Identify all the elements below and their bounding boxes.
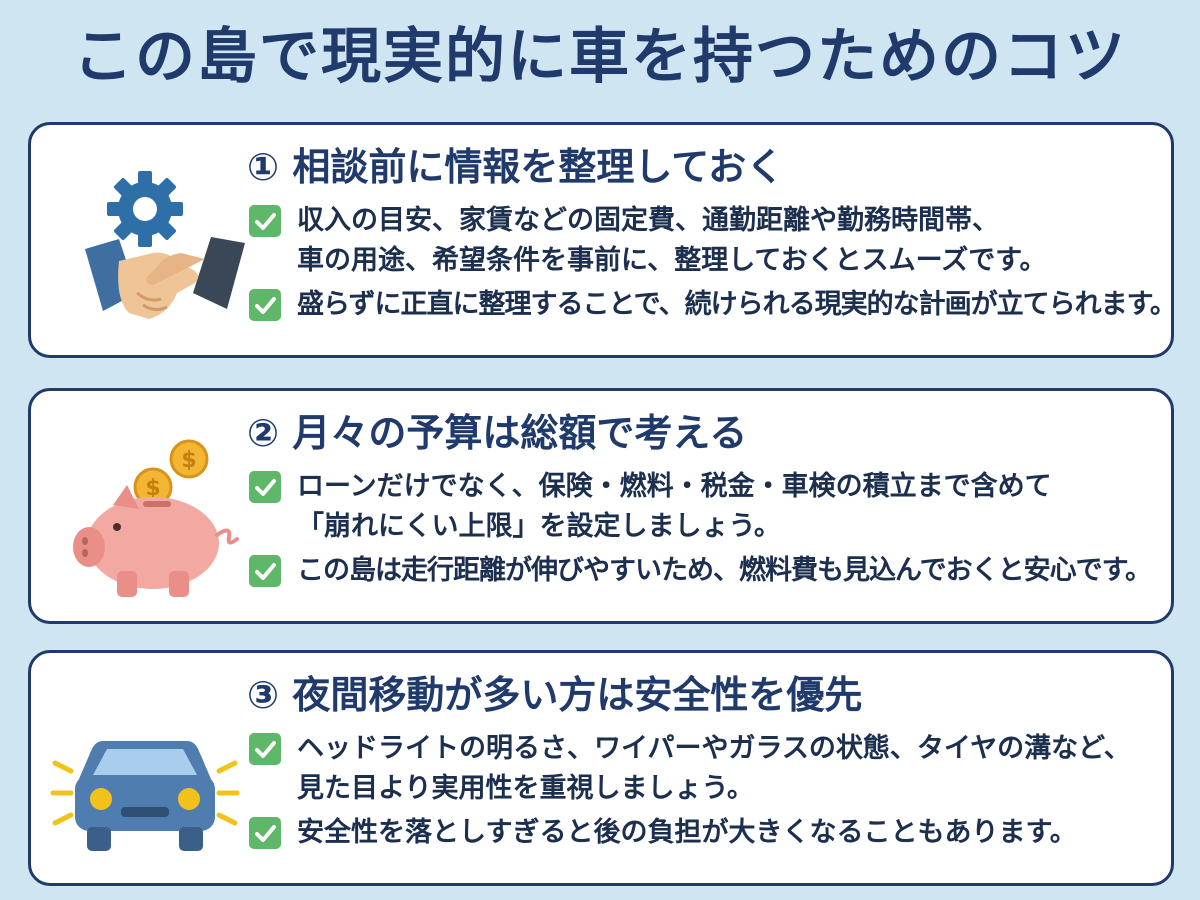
tip-heading: ① 相談前に情報を整理しておく [247,145,785,189]
svg-text:$: $ [181,448,196,473]
checklist-text: 「崩れにくい上限」を設定しましょう。 [297,511,781,542]
checklist-text: 見た目より実用性を重視しましょう。 [297,773,754,804]
checklist-text: この島は走行距離が伸びやすいため、燃料費も見込んでおくと安心です。 [297,555,1152,586]
checklist-text: ヘッドライトの明るさ、ワイパーやガラスの状態、タイヤの溝など、 [297,733,1131,764]
checkmark-icon [249,289,281,321]
checklist-item: ヘッドライトの明るさ、ワイパーやガラスの状態、タイヤの溝など、 見た目より実用性… [247,729,1161,809]
tip-heading: ③ 夜間移動が多い方は安全性を優先 [247,673,863,717]
car-headlights-icon [45,671,245,871]
piggy-bank-icon: $ $ [45,409,245,609]
checklist-item: この島は走行距離が伸びやすいため、燃料費も見込んでおくと安心です。 [247,551,1161,591]
checklist-item: 収入の目安、家賃などの固定費、通勤距離や勤務時間帯、 車の用途、希望条件を事前に… [247,201,1161,281]
checklist-item: 盛らずに正直に整理することで、続けられる現実的な計画が立てられます。 [247,285,1177,325]
tip-card-body: ① 相談前に情報を整理しておく 収入の目安、家賃などの固定費、通勤距離や勤務時間… [247,143,1177,329]
tip-card-2: $ $ ② 月々の予算は総額で考える ローンだけでなく、保険・燃料・税 [28,388,1174,624]
checklist-text: 収入の目安、家賃などの固定費、通勤距離や勤務時間帯、 [297,205,999,236]
checklist-item: ローンだけでなく、保険・燃料・税金・車検の積立まで含めて 「崩れにくい上限」を設… [247,467,1161,547]
svg-text:$: $ [145,476,160,501]
handshake-gear-icon [45,143,245,343]
checkmark-icon [249,555,281,587]
checklist-text: 安全性を落としすぎると後の負担が大きくなることもあります。 [297,817,1077,848]
tip-card-3: ③ 夜間移動が多い方は安全性を優先 ヘッドライトの明るさ、ワイパーやガラスの状態… [28,650,1174,886]
checkmark-icon [249,471,281,503]
tip-card-1: ① 相談前に情報を整理しておく 収入の目安、家賃などの固定費、通勤距離や勤務時間… [28,122,1177,358]
checklist-item: 安全性を落としすぎると後の負担が大きくなることもあります。 [247,813,1161,853]
checklist-text: 盛らずに正直に整理することで、続けられる現実的な計画が立てられます。 [297,289,1177,320]
checkmark-icon [249,817,281,849]
tip-card-body: ③ 夜間移動が多い方は安全性を優先 ヘッドライトの明るさ、ワイパーやガラスの状態… [247,671,1161,857]
checklist-text: 車の用途、希望条件を事前に、整理しておくとスムーズです。 [297,245,1047,276]
tip-card-body: ② 月々の予算は総額で考える ローンだけでなく、保険・燃料・税金・車検の積立まで… [247,409,1161,595]
tip-heading: ② 月々の予算は総額で考える [247,411,748,455]
checkmark-icon [249,205,281,237]
checklist-text: ローンだけでなく、保険・燃料・税金・車検の積立まで含めて [297,471,1052,502]
checkmark-icon [249,733,281,765]
page-title: この島で現実的に車を持つためのコツ [73,22,1127,92]
